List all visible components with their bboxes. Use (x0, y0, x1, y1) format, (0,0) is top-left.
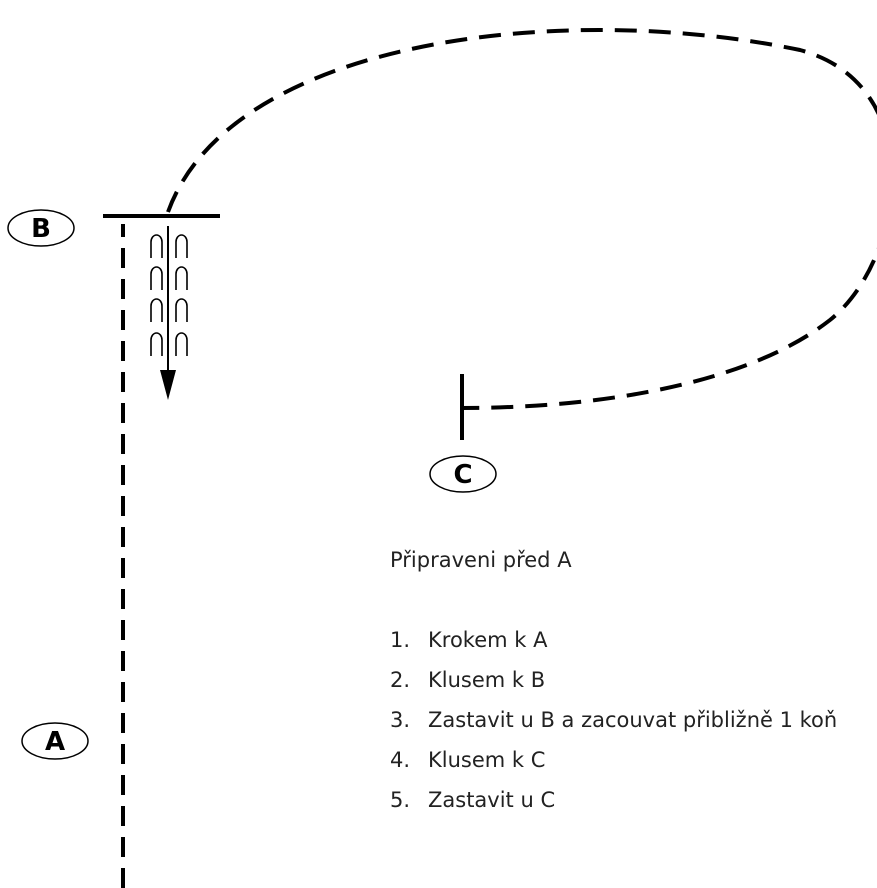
step-text: Klusem k B (428, 668, 546, 692)
step-text: Zastavit u C (428, 788, 556, 812)
marker-a-ellipse (21, 722, 89, 760)
marker-c-label: C (453, 460, 472, 490)
instructions: Připraveni před A 1. Krokem k A 2. Klusem … (390, 542, 877, 820)
arrow-down-icon (160, 226, 176, 400)
instruction-step: 1. Krokem k A (390, 620, 877, 660)
step-number: 2. (390, 668, 411, 692)
marker-b: B (7, 209, 75, 247)
marker-c-ellipse (429, 455, 497, 493)
step-number: 5. (390, 788, 411, 812)
instruction-step: 3. Zastavit u B a zacouvat přibližně 1 ko… (390, 700, 877, 740)
instruction-step: 2. Klusem k B (390, 660, 877, 700)
step-text: Krokem k A (428, 628, 548, 652)
instruction-step: 5. Zastavit u C (390, 780, 877, 820)
step-number: 1. (390, 628, 411, 652)
instruction-list: 1. Krokem k A 2. Klusem k B 3. Zastavit u B… (390, 620, 877, 820)
marker-c: C (429, 455, 497, 493)
step-text: Klusem k C (428, 748, 546, 772)
step-number: 3. (390, 708, 411, 732)
marker-b-ellipse (7, 209, 75, 247)
hoof-prints-icon (150, 234, 188, 356)
path-b-to-c (166, 28, 877, 410)
marker-a: A (21, 722, 89, 760)
step-number: 4. (390, 748, 411, 772)
marker-a-label: A (45, 727, 65, 757)
marker-b-label: B (31, 214, 51, 244)
instruction-step: 4. Klusem k C (390, 740, 877, 780)
instructions-intro: Připraveni před A (390, 548, 572, 572)
step-text: Zastavit u B a zacouvat přibližně 1 koň (428, 708, 838, 732)
